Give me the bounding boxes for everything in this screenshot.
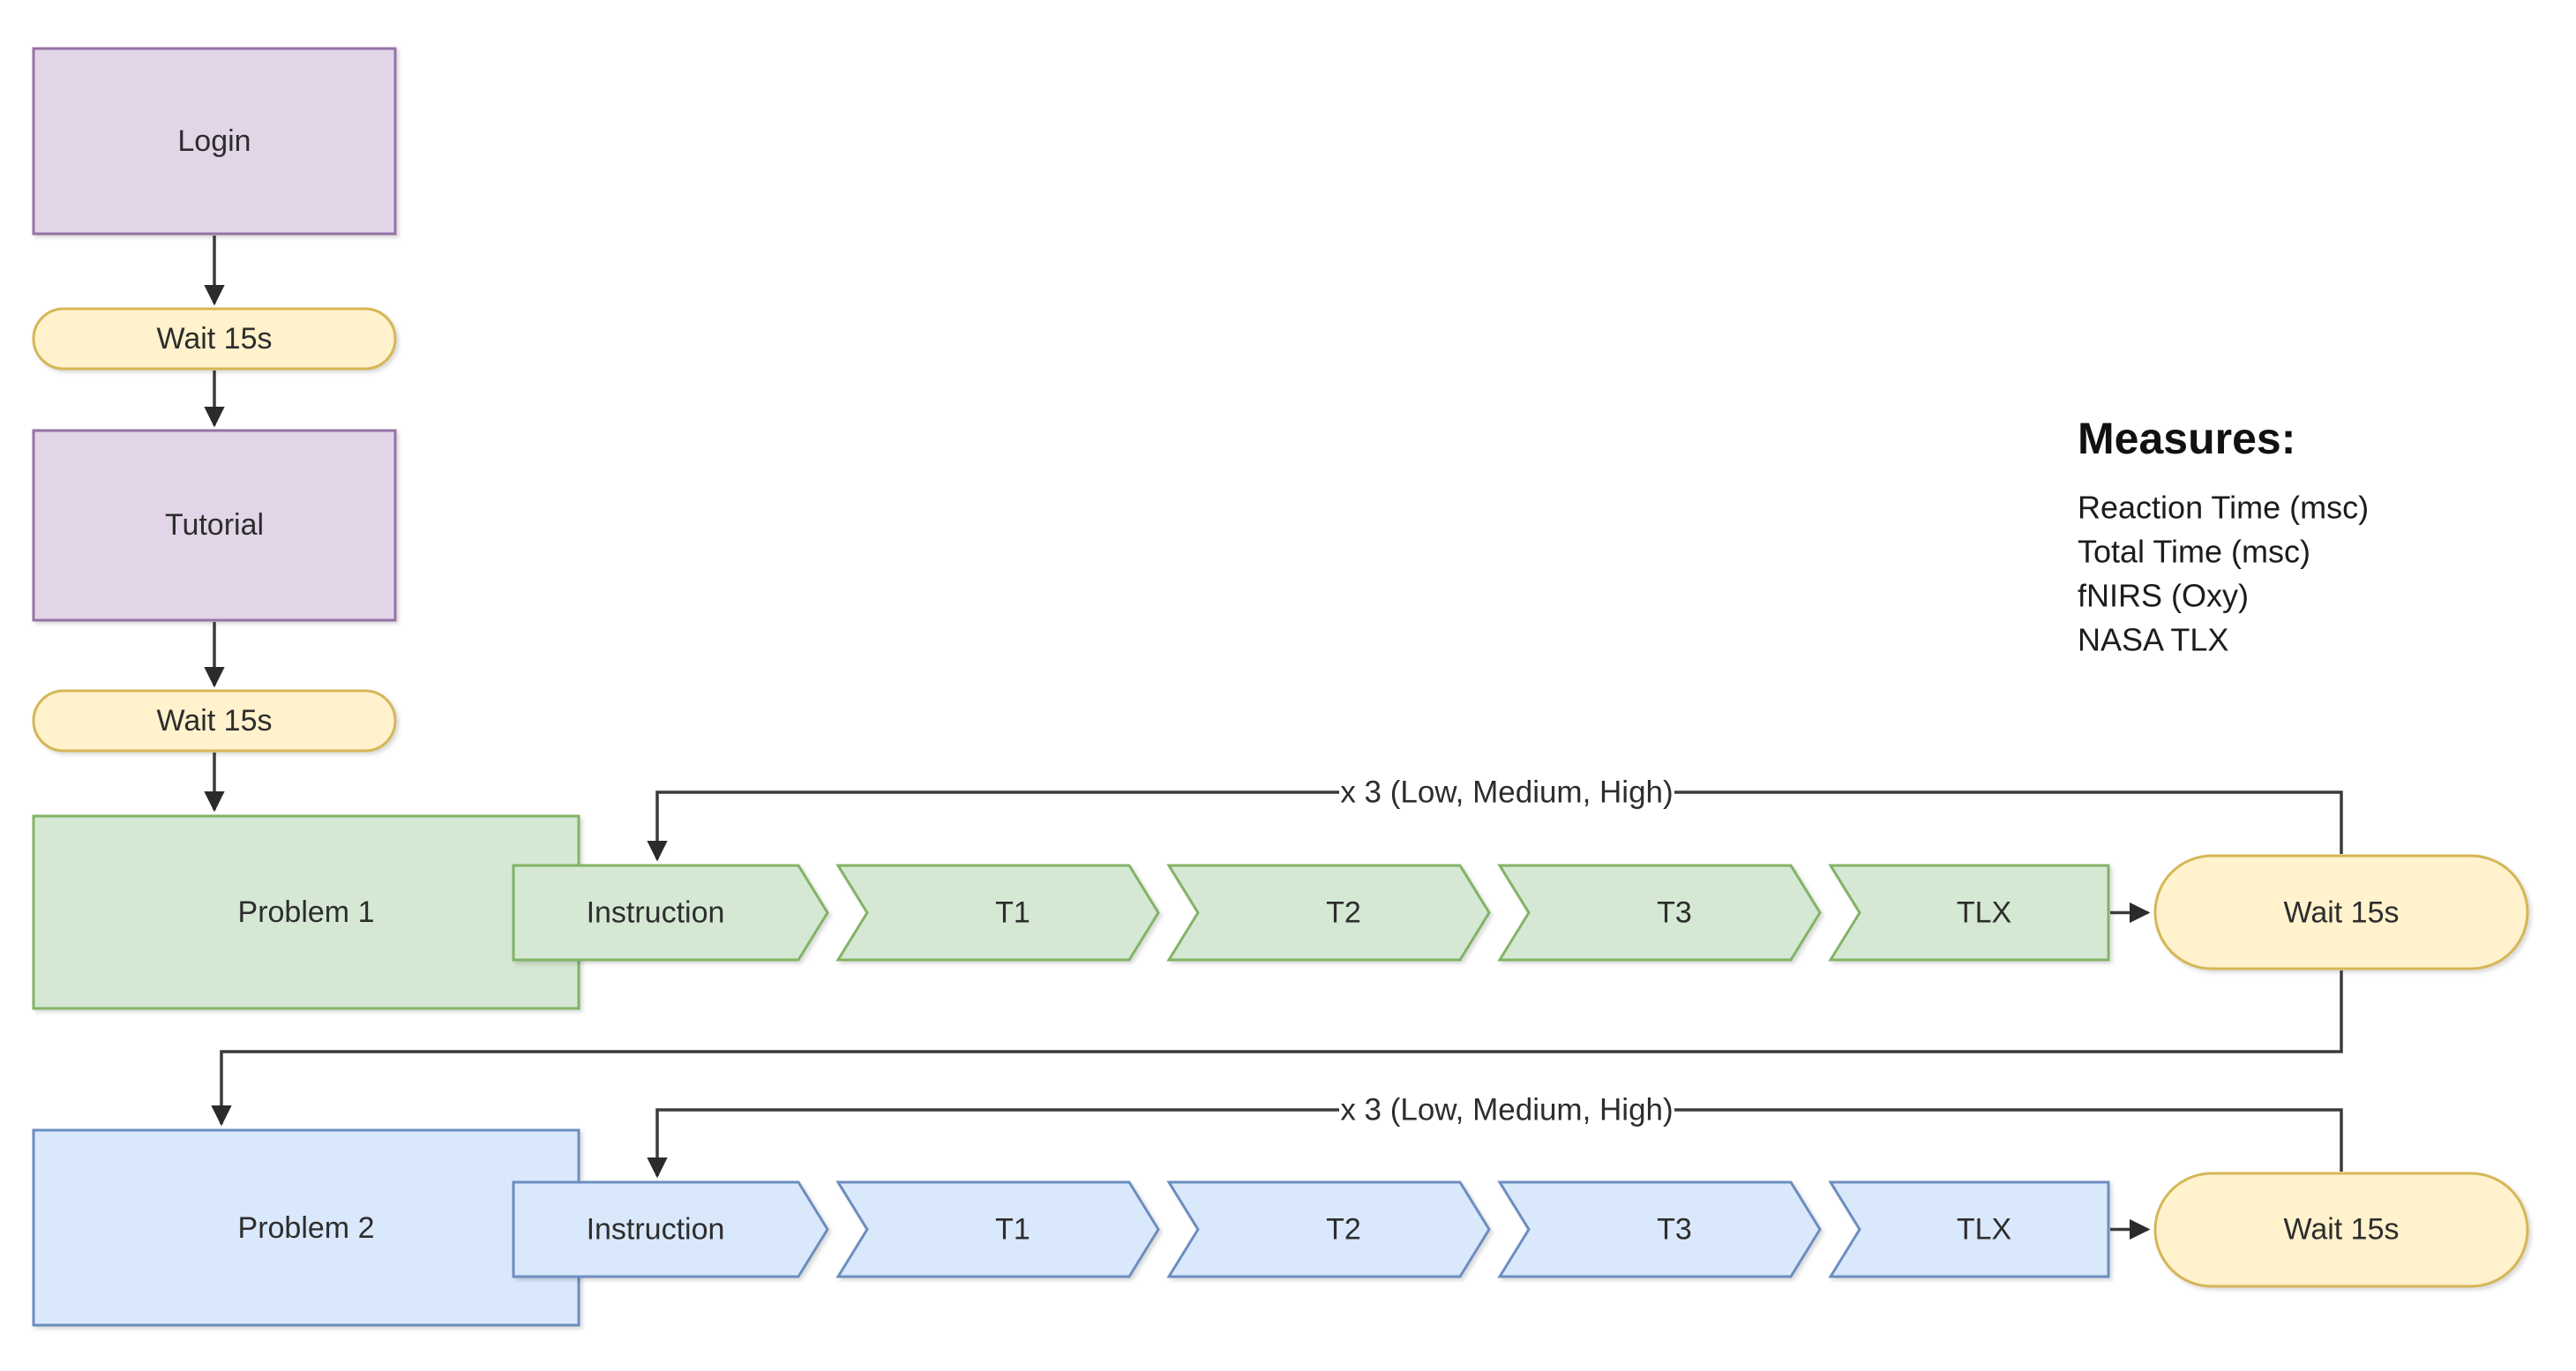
row1-step-instruction-chevron: [512, 864, 829, 962]
row2-step-t2-label: T2: [1326, 1213, 1361, 1247]
tutorial-node: Tutorial: [32, 429, 397, 622]
login-node: Login: [32, 47, 397, 236]
measures-item-total-time: Total Time (msc): [2078, 534, 2310, 570]
row1-step-tlx-label: TLX: [1957, 896, 2011, 930]
row2-step-t3-chevron: [1497, 1180, 1822, 1278]
row2-loop-label: x 3 (Low, Medium, High): [1340, 1093, 1673, 1128]
row1-step-t1-chevron: [835, 864, 1160, 962]
row1-step-t2-chevron: [1166, 864, 1491, 962]
wait-after-tutorial-pill: [32, 689, 397, 753]
tutorial-label: Tutorial: [165, 508, 264, 542]
problem1-box: [32, 814, 580, 1010]
login-box: [32, 47, 397, 236]
row2-step-instruction-chevron: [512, 1180, 829, 1278]
login-label: Login: [177, 124, 251, 158]
row2-wait-label: Wait 15s: [2283, 1213, 2399, 1247]
row2-step-tlx-label: TLX: [1957, 1213, 2011, 1247]
wait-after-tutorial-label: Wait 15s: [156, 704, 272, 738]
measures-item-fnirs: fNIRS (Oxy): [2078, 578, 2249, 614]
row2-step-t1-label: T1: [995, 1213, 1030, 1247]
measures-title: Measures:: [2078, 414, 2295, 463]
row2-step-t3-label: T3: [1657, 1213, 1692, 1247]
row2-step-t2-chevron: [1166, 1180, 1491, 1278]
row1-wait-label: Wait 15s: [2283, 896, 2399, 930]
tutorial-box: [32, 429, 397, 622]
row1-step-instruction-label: Instruction: [587, 896, 725, 930]
row1-step-t3-chevron: [1497, 864, 1822, 962]
row2-wait-pill: [2153, 1172, 2529, 1288]
row1-loop-label: x 3 (Low, Medium, High): [1340, 775, 1673, 810]
measures-block: Measures: Reaction Time (msc) Total Time…: [2078, 414, 2369, 658]
row1-step-t2-label: T2: [1326, 896, 1361, 930]
wait-after-tutorial-node: Wait 15s: [32, 689, 397, 753]
measures-item-nasa-tlx: NASA TLX: [2078, 622, 2228, 658]
measures-item-reaction-time: Reaction Time (msc): [2078, 490, 2369, 526]
problem1-row: Problem 1 Instruction T1 T2 T3 TLX Wait …: [32, 774, 2529, 1010]
row1-wait-pill: [2153, 854, 2529, 970]
row2-step-t1-chevron: [835, 1180, 1160, 1278]
problem2-label: Problem 2: [238, 1211, 375, 1245]
row1-step-tlx-chevron: [1828, 864, 2110, 962]
wait-after-login-node: Wait 15s: [32, 307, 397, 371]
row2-loop-label-bg: [1339, 1091, 1674, 1128]
wait-after-login-pill: [32, 307, 397, 371]
row1-to-row2-connector: [211, 970, 2343, 1127]
wait-after-login-label: Wait 15s: [156, 322, 272, 356]
problem2-box: [32, 1128, 580, 1327]
row1-step-t3-label: T3: [1657, 896, 1692, 930]
row1-loop-label-bg: [1339, 774, 1674, 811]
problem1-label: Problem 1: [238, 895, 375, 929]
row1-step-t1-label: T1: [995, 896, 1030, 930]
problem2-row: Problem 2 Instruction T1 T2 T3 TLX Wait …: [32, 1091, 2529, 1327]
row2-step-instruction-label: Instruction: [587, 1213, 725, 1247]
row2-step-tlx-chevron: [1828, 1180, 2110, 1278]
